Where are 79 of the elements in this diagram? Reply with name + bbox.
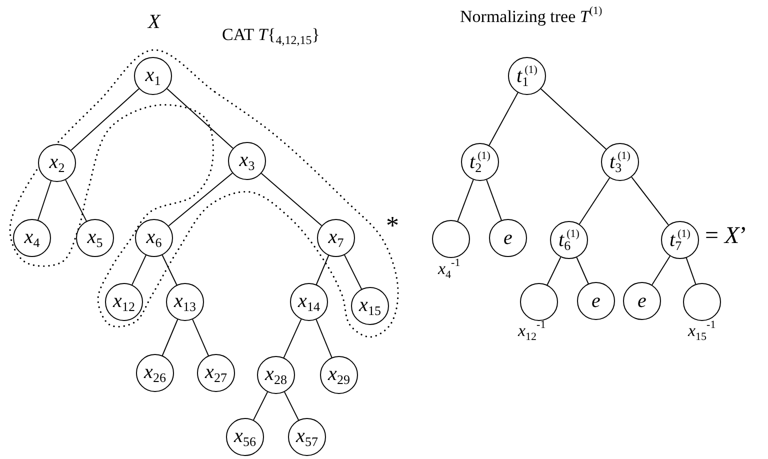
operator: = X’ — [705, 224, 748, 248]
node-label: x$_{27}$ — [205, 362, 227, 384]
tree-node — [508, 57, 546, 95]
tree-node — [228, 142, 266, 180]
node-label: x$_{28}$ — [265, 364, 287, 386]
tree-edge — [540, 88, 607, 150]
node-label: x$_{15}$ — [359, 295, 381, 317]
tree-edge — [344, 254, 362, 290]
tree-edge — [162, 319, 178, 356]
node-label: x$_{26}$ — [144, 362, 166, 384]
tree-node — [550, 221, 588, 259]
tree-node — [134, 57, 172, 95]
tree-node — [166, 283, 204, 321]
tree-edge — [38, 180, 52, 220]
node-label: e — [592, 291, 600, 311]
tree-edge — [70, 88, 140, 151]
tree-edge — [162, 254, 178, 286]
tree-node — [601, 143, 639, 181]
tree-edge — [578, 177, 610, 225]
node-label: x$_{57}$ — [296, 426, 318, 448]
tree-edge — [316, 319, 332, 358]
tree-node — [257, 356, 295, 394]
node-label: x$_{5}$ — [87, 227, 103, 249]
node-label: x$_{7}$ — [328, 227, 344, 249]
node-label: x$_{29}$ — [328, 364, 350, 386]
tree-node — [320, 356, 358, 394]
tree-edge — [457, 179, 474, 222]
tree-edge — [576, 256, 589, 284]
tree-node — [288, 418, 326, 456]
tree-edge — [284, 392, 299, 420]
tree-edge — [260, 172, 322, 226]
node-label: x$_{1}$ — [145, 65, 161, 87]
node-label: x$_{4}$ — [24, 227, 40, 249]
tree-node — [317, 219, 355, 257]
tree-node — [197, 354, 235, 392]
tree-edge — [166, 88, 234, 149]
tree-node — [105, 283, 143, 321]
tree-edge — [546, 256, 562, 286]
node-label: x$_{56}$ — [234, 426, 256, 448]
tree-node — [13, 219, 51, 257]
node-label: x$_{14}$ — [298, 291, 320, 313]
node-label: x$_{13}$ — [174, 291, 196, 313]
tree-node — [623, 282, 661, 320]
tree-edge — [132, 254, 146, 286]
tree-edge — [686, 257, 696, 285]
node-label: e — [504, 228, 512, 248]
node-label: x$_{2}$ — [49, 152, 65, 174]
operator: * — [386, 213, 399, 239]
tree-title: Normalizing tree T$^{(1)}$ — [460, 6, 602, 25]
tree-edge — [253, 392, 268, 420]
tree-edge — [283, 318, 302, 358]
tree-node — [489, 219, 527, 257]
tree-node — [661, 221, 699, 259]
tree-edge — [486, 179, 502, 221]
tree-edge — [192, 318, 209, 356]
tree-node — [226, 418, 264, 456]
tree-node — [351, 287, 389, 325]
empty-leaf-circle — [520, 283, 558, 321]
empty-leaf-circle — [432, 220, 470, 258]
tree-node — [38, 144, 76, 182]
empty-leaf-circle — [683, 283, 721, 321]
node-label: x$_{6}$ — [146, 227, 162, 249]
tree-edge — [65, 179, 87, 222]
tree-node — [577, 282, 615, 320]
node-label: x$_{3}$ — [239, 150, 255, 172]
variable-name: X — [148, 12, 160, 32]
tree-node — [76, 219, 114, 257]
tree-node — [461, 143, 499, 181]
tree-node — [136, 354, 174, 392]
node-label: e — [638, 291, 646, 311]
tree-node — [135, 219, 173, 257]
tree-node — [290, 283, 328, 321]
tree-edge — [631, 176, 669, 226]
tree-edge — [316, 255, 330, 285]
tree-edge — [652, 256, 670, 286]
tree-edge — [488, 92, 518, 146]
node-label: x$_{12}$ — [113, 291, 135, 313]
tree-title: CAT T{$_{4,12,15}$} — [222, 26, 320, 46]
tree-edge — [168, 172, 233, 226]
